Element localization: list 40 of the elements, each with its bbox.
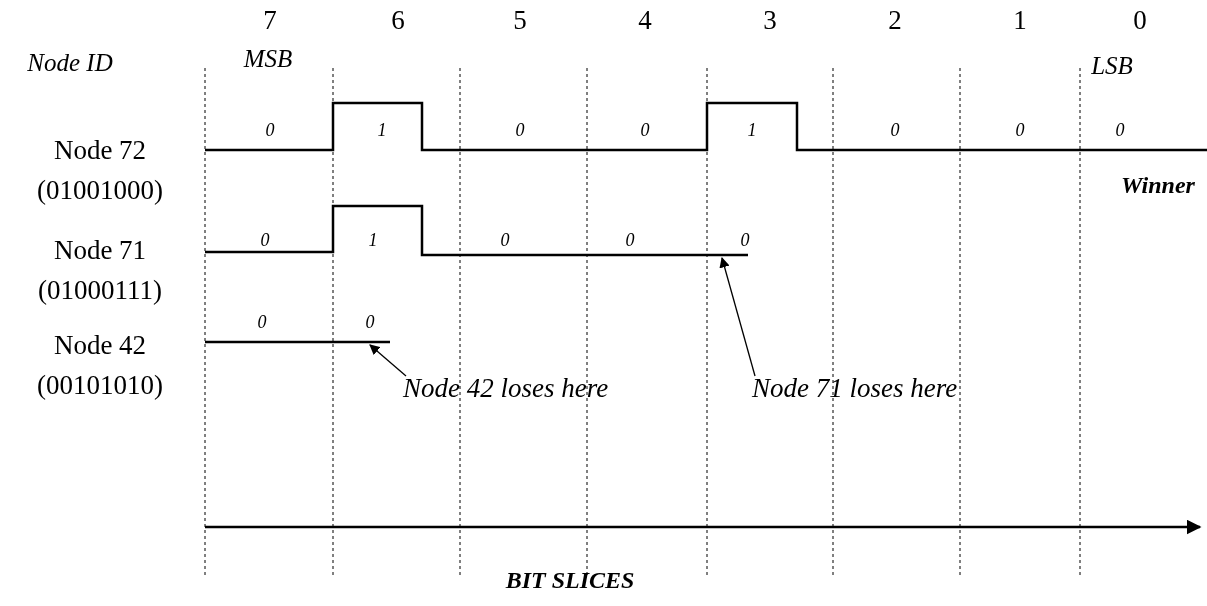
row-label: Node 71 <box>53 236 147 264</box>
leader-arrow <box>369 344 407 377</box>
row-label: Node 42 <box>53 331 147 359</box>
bit-value: 1 <box>747 121 757 139</box>
waveform-trace <box>205 340 390 344</box>
bit-order-label: MSB <box>243 45 293 71</box>
leader-arrow <box>719 257 756 377</box>
row-label: (01000111) <box>38 276 162 304</box>
bit-position-number: 0 <box>1133 6 1147 34</box>
bit-value: 0 <box>740 231 750 249</box>
waveform-trace <box>205 204 748 257</box>
annotation-text: Node 42 loses here <box>403 375 609 402</box>
bit-position-number: 5 <box>513 6 527 34</box>
bit-value: 1 <box>377 121 387 139</box>
annotation-text: Node 71 loses here <box>752 375 958 402</box>
bit-value: 0 <box>500 231 510 249</box>
bit-value: 0 <box>265 121 275 139</box>
row-label: Node 72 <box>53 136 147 164</box>
bit-value: 1 <box>368 231 378 249</box>
bit-value: 0 <box>1015 121 1025 139</box>
axis-title: Node ID <box>27 49 113 75</box>
bit-value: 0 <box>890 121 900 139</box>
bit-value: 0 <box>625 231 635 249</box>
row-label: (00101010) <box>37 371 163 399</box>
bit-position-number: 2 <box>888 6 902 34</box>
bit-position-number: 3 <box>763 6 777 34</box>
bit-order-label: LSB <box>1091 52 1133 78</box>
bit-value: 0 <box>260 231 270 249</box>
bit-value: 0 <box>365 313 375 331</box>
bit-value: 0 <box>515 121 525 139</box>
bit-value: 0 <box>1115 121 1125 139</box>
bit-value: 0 <box>257 313 267 331</box>
bit-position-number: 6 <box>391 6 405 34</box>
bit-value: 0 <box>640 121 650 139</box>
bit-position-number: 1 <box>1013 6 1027 34</box>
row-label: (01001000) <box>37 176 163 204</box>
winner-label: Winner <box>1121 173 1195 197</box>
bit-position-number: 7 <box>263 6 277 34</box>
bit-position-number: 4 <box>638 6 652 34</box>
axis-title: BIT SLICES <box>505 568 635 592</box>
